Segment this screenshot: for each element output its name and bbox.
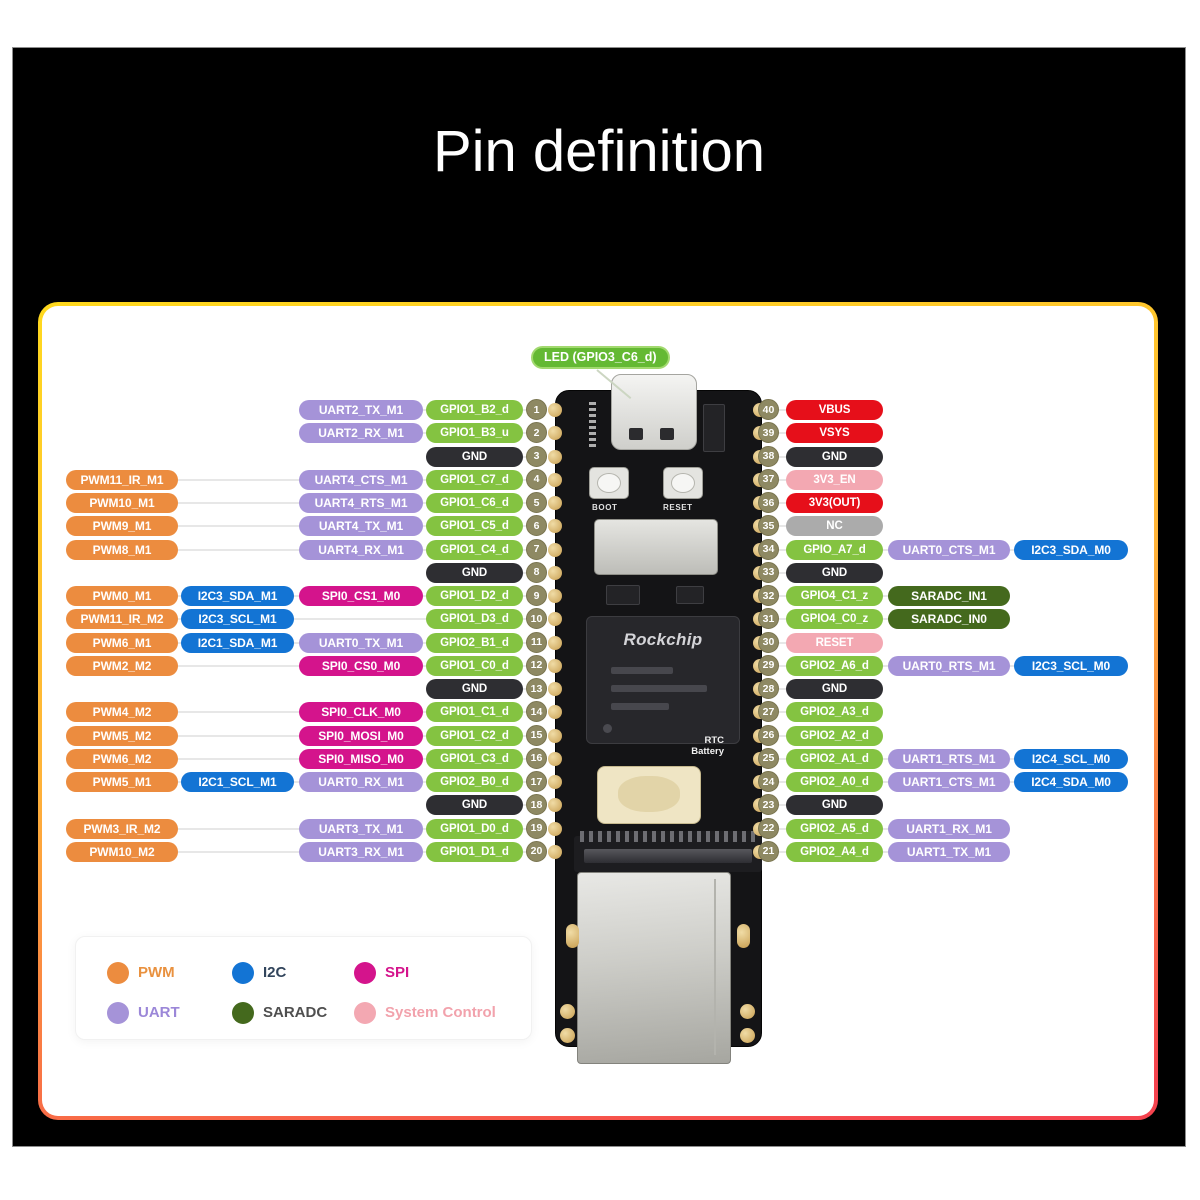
pin-diagram-panel: [42, 306, 1154, 1116]
product-image-card: Pin definition: [12, 47, 1186, 1147]
pin-diagram-panel-border: [38, 302, 1158, 1120]
page-title: Pin definition: [432, 119, 766, 184]
